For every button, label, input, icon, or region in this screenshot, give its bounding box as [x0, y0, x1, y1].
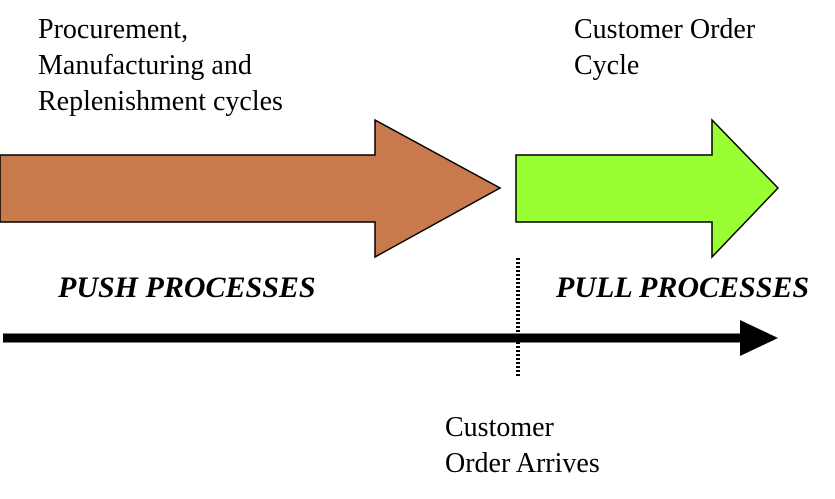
- order-arrives-label-line1: Customer: [445, 412, 554, 443]
- order-arrives-label-line2: Order Arrives: [445, 448, 600, 479]
- push-cycle-label-line2: Manufacturing and: [38, 50, 252, 81]
- push-cycle-arrow: [0, 118, 502, 259]
- pull-cycle-label: Customer Order Cycle: [574, 12, 755, 84]
- pull-processes-label: PULL PROCESSES: [556, 271, 810, 304]
- pull-cycle-label-line2: Cycle: [574, 50, 640, 81]
- push-processes-label: PUSH PROCESSES: [58, 271, 316, 304]
- timeline-arrowhead: [740, 320, 778, 356]
- push-cycle-label-line1: Procurement,: [38, 14, 189, 45]
- pull-cycle-arrow: [515, 118, 780, 259]
- order-arrives-label: Customer Order Arrives: [445, 410, 600, 482]
- push-cycle-label-line3: Replenishment cycles: [38, 86, 283, 117]
- push-cycle-label: Procurement, Manufacturing and Replenish…: [38, 12, 283, 120]
- pull-cycle-label-line1: Customer Order: [574, 14, 756, 45]
